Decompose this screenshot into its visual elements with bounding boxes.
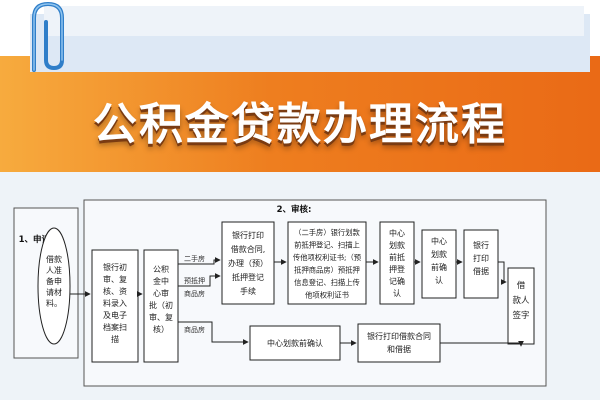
node-label-line: 认 (393, 288, 401, 298)
branch-label-commercial-2: 商品房 (184, 325, 205, 334)
node-label-line: 借 (517, 280, 526, 291)
node-label-line: 心审 (153, 288, 169, 298)
node-label-line: 借据 (473, 266, 489, 276)
node-label-line: 中心 (431, 236, 447, 246)
node-label-line: 划款 (431, 249, 447, 259)
paperclip-icon (32, 1, 64, 72)
branch-label-second-hand: 二手房 (184, 254, 205, 263)
node-center-confirm-1-shape (421, 229, 457, 299)
section-apply-label: 1、申请: (19, 234, 54, 245)
node-label-line: 前确 (431, 262, 447, 272)
node-bank-initial-shape (91, 249, 139, 363)
node-label-line: 前抵 (389, 252, 405, 262)
node-label-line: 请材 (46, 287, 62, 297)
node-label-line: 借款合同, (231, 244, 266, 254)
node-label-line: 他项权利证书 (305, 291, 349, 300)
node-label-line: 银行打印 (232, 230, 264, 240)
node-label-line: 银行打印借款合同 (367, 331, 431, 341)
header-banner: 公积金贷款办理流程 (0, 0, 600, 172)
node-label-line: 款人 (512, 295, 530, 306)
node-label-line: 批（初 (149, 300, 173, 310)
arrow-printboth-to-sign (440, 340, 524, 347)
flowchart: 1、申请: 2、审核: 借款人准备申请材料。 银行初审、复核、资料录入及电子档案… (0, 172, 600, 400)
node-label-line: 档案扫 (103, 322, 127, 332)
node-label-line: 抵押登记 (232, 272, 264, 282)
node-label-line: 信息登记、扫描上传 (294, 278, 360, 287)
node-label-line: 借款 (46, 254, 62, 264)
node-label-line: 签字 (512, 310, 529, 321)
node-bank-print-receipt-shape (463, 229, 499, 299)
node-label-line: 前抵押登记、扫描上 (294, 241, 360, 250)
node-label-line: 料。 (46, 298, 62, 308)
arrow-second-hand (178, 257, 221, 265)
node-label-line: 料录入 (103, 298, 127, 308)
node-label-line: （二手房）银行划款 (294, 228, 360, 237)
node-label-line: 及电子 (103, 310, 127, 320)
node-label-line: 人准 (46, 265, 62, 275)
node-label-line: 核） (153, 324, 169, 334)
node-label-line: 银行 (473, 240, 489, 250)
node-center-reg-confirm-shape (379, 221, 415, 305)
arrow-pre-mortgage (178, 273, 221, 287)
node-label-line: 金中 (153, 276, 169, 286)
node-label-line: 打印 (473, 253, 489, 263)
branch-label-pre-mortgage: 预抵押 (184, 276, 205, 285)
node-label-line: 划款 (389, 240, 405, 250)
node-label-line: 描 (111, 334, 119, 344)
node-label-line: 中心 (389, 228, 405, 238)
node-label-line: 和借据 (387, 344, 411, 354)
node-center-confirm-2: 中心划款前确认 (267, 338, 323, 348)
node-label-line: 审、复 (149, 312, 173, 322)
page-title: 公积金贷款办理流程 (93, 99, 507, 150)
node-label-line: 核、资 (103, 286, 127, 296)
node-label-line: 公积 (153, 264, 169, 274)
branch-label-commercial-1: 商品房 (184, 289, 205, 298)
node-label-line: 办理（预） (228, 258, 268, 268)
node-borrower-sign-shape (507, 267, 535, 345)
paper-background (0, 0, 600, 72)
node-label-line: 传他项权利证书;（预 (293, 253, 361, 262)
node-center-approve-shape (143, 249, 179, 363)
node-label-line: 抵押商品房）预抵押 (294, 266, 360, 275)
node-center-transfer-shape (287, 221, 367, 305)
node-label-line: 押登 (389, 264, 405, 274)
section-review-label: 2、审核: (277, 204, 312, 215)
node-label-line: 审、复 (103, 274, 127, 284)
flow-arrows (70, 257, 524, 347)
node-borrower-prep-shape (37, 227, 71, 345)
node-center-confirm-1: 中心划款前确认 (431, 236, 447, 285)
node-label-line: 手续 (240, 286, 256, 296)
arrow-commercial (178, 321, 249, 345)
node-bank-print-contract-shape (221, 221, 275, 305)
node-label-line: 记确 (389, 276, 405, 286)
node-label-line: 银行初 (103, 262, 127, 272)
node-label-line: 备申 (46, 276, 62, 286)
node-bank-print-both-shape (357, 323, 441, 363)
node-label-line: 中心划款前确认 (267, 338, 323, 348)
node-center-transfer: （二手房）银行划款前抵押登记、扫描上传他项权利证书;（预抵押商品房）预抵押信息登… (293, 228, 361, 300)
node-label-line: 认 (435, 275, 443, 285)
arrow-receipt-to-sign (498, 261, 507, 285)
